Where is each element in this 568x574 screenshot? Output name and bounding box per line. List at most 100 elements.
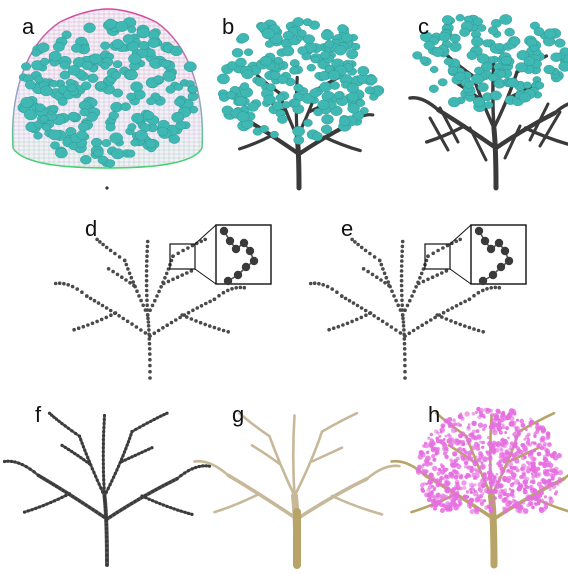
attraction-point <box>321 30 333 40</box>
skeleton-node <box>410 294 414 298</box>
skeleton-node <box>72 328 76 332</box>
skeleton-node <box>34 507 37 510</box>
blossom <box>468 474 471 477</box>
skeleton-node <box>332 326 336 330</box>
skeleton-node <box>127 457 130 460</box>
blossom <box>534 502 537 505</box>
blossom <box>481 461 484 464</box>
skeleton-node <box>86 456 89 459</box>
skeleton-node <box>390 289 394 293</box>
skeleton-node <box>105 554 108 557</box>
skeleton-node <box>171 278 175 282</box>
blossom <box>427 479 433 485</box>
blossom <box>462 486 466 490</box>
attraction-point <box>91 138 102 147</box>
skeleton-node <box>126 504 129 507</box>
skeleton-node <box>159 285 163 289</box>
skeleton-node <box>401 317 405 321</box>
blossom <box>537 482 542 487</box>
attraction-point <box>488 74 497 81</box>
skeleton-node <box>222 329 226 333</box>
attraction-point <box>81 82 91 90</box>
blossom <box>431 485 434 488</box>
blossom <box>459 412 462 415</box>
skeleton-node <box>102 454 105 457</box>
skeleton-node <box>102 466 105 469</box>
skeleton-node <box>381 320 385 324</box>
blossom <box>484 505 488 509</box>
blossom <box>521 423 526 428</box>
panel-g-rendered-tree <box>195 413 400 565</box>
skeleton-node <box>362 267 366 271</box>
zoom-connector-e-bottom <box>450 269 471 284</box>
skeleton-node <box>463 300 467 304</box>
skeleton-node <box>105 549 108 552</box>
attraction-point <box>474 67 483 74</box>
attraction-point <box>244 49 253 56</box>
blossom <box>480 464 486 470</box>
skeleton-node <box>383 281 387 285</box>
skeleton-node <box>472 294 476 298</box>
skeleton-node <box>133 500 136 503</box>
blossom <box>469 506 472 509</box>
skeleton-node <box>105 517 108 520</box>
skeleton-node <box>105 246 109 250</box>
skeleton-node <box>145 254 149 258</box>
blossom <box>435 479 438 482</box>
skeleton-node <box>114 311 118 315</box>
blossom <box>544 471 549 476</box>
blossom <box>551 482 554 485</box>
attraction-point <box>424 41 435 50</box>
skeleton-node <box>102 482 105 485</box>
skeleton-node <box>446 309 450 313</box>
skeleton-node <box>102 458 105 461</box>
blossom <box>444 447 448 451</box>
skeleton-node <box>139 328 143 332</box>
panel-a-envelope <box>5 5 210 190</box>
blossom <box>541 430 545 434</box>
blossom <box>433 488 436 491</box>
skeleton-node <box>60 422 63 425</box>
blossom <box>438 439 443 444</box>
blossom <box>490 413 494 417</box>
blossom <box>522 501 525 504</box>
blossom <box>514 439 517 442</box>
skeleton-node <box>418 276 422 280</box>
skeleton-node <box>105 527 108 530</box>
attraction-point <box>471 74 483 84</box>
skeleton-node <box>145 303 149 307</box>
blossom <box>499 456 502 459</box>
skeleton-node <box>408 331 412 335</box>
branch <box>332 496 382 514</box>
blossom <box>548 463 553 468</box>
skeleton-node <box>132 284 136 288</box>
skeleton-node <box>85 294 89 298</box>
attraction-point <box>270 131 278 138</box>
skeleton-node <box>98 513 101 516</box>
skeleton-node <box>145 279 149 283</box>
attraction-point <box>339 117 350 126</box>
blossom <box>448 425 451 428</box>
blossom <box>485 450 488 453</box>
skeleton-node <box>97 301 101 305</box>
attraction-point <box>347 92 358 101</box>
attraction-point <box>320 51 330 59</box>
attraction-point <box>311 56 319 63</box>
skeleton-node <box>113 252 117 256</box>
skeleton-node <box>102 426 105 429</box>
blossom <box>523 508 529 514</box>
skeleton-node <box>109 309 113 313</box>
skeleton-node <box>145 269 149 273</box>
skeleton-node <box>181 249 185 253</box>
skeleton-node <box>55 485 58 488</box>
branch <box>240 135 272 149</box>
skeleton-node <box>29 468 32 471</box>
attraction-point <box>442 15 453 24</box>
skeleton-node <box>130 276 134 280</box>
blossom <box>512 455 516 459</box>
skeleton-node <box>146 317 150 321</box>
zoomed-node <box>224 277 232 285</box>
skeleton-node <box>49 481 52 484</box>
blossom <box>464 475 468 479</box>
skeleton-node <box>158 502 161 505</box>
